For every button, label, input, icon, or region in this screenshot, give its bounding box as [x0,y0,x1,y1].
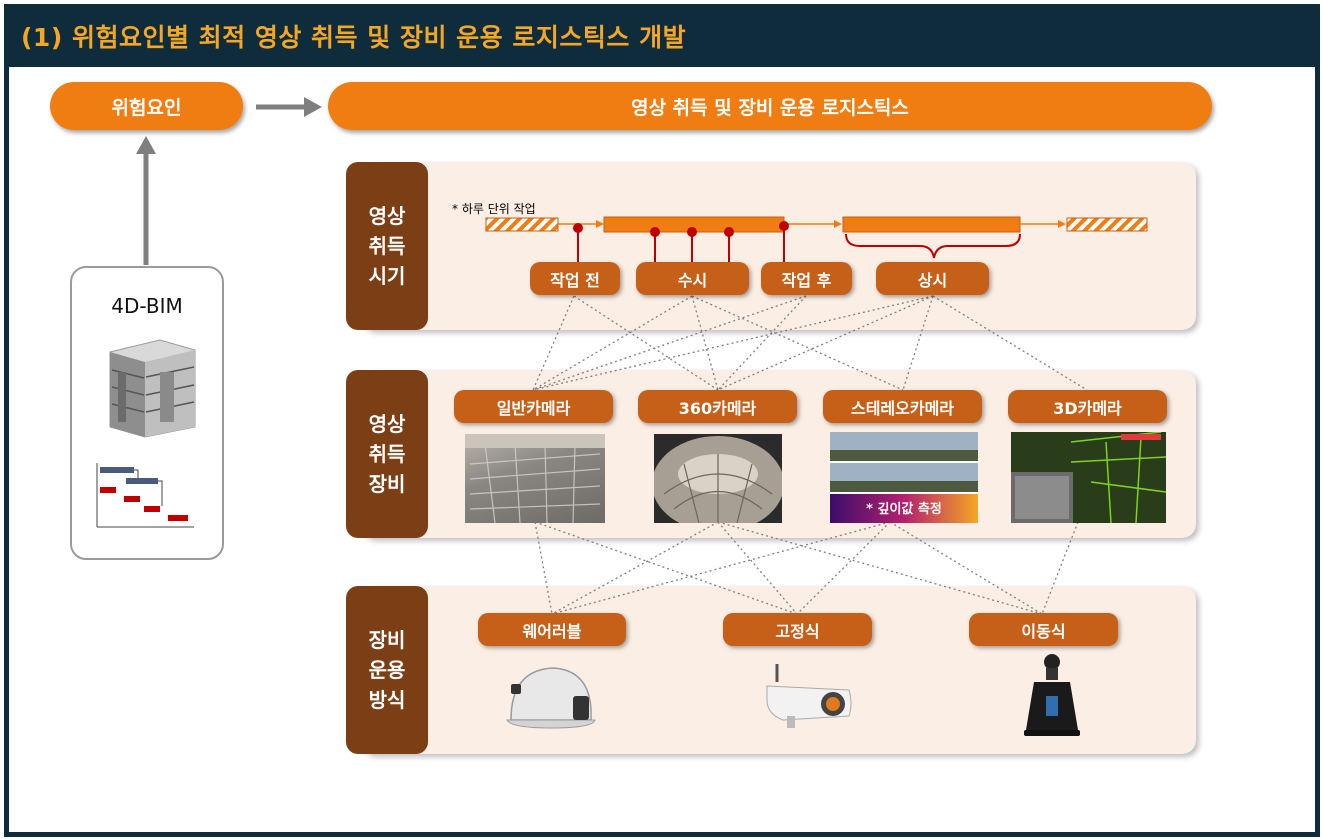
tag-wearable: 웨어러블 [478,613,626,646]
tag-after-work-label: 작업 후 [781,270,832,290]
tag-always-label: 상시 [917,270,948,290]
tag-normal-camera-label: 일반카메라 [496,398,571,418]
risk-factor-label: 위험요인 [111,96,182,119]
tag-3d-camera: 3D카메라 [1008,390,1167,423]
tag-3d-camera-label: 3D카메라 [1053,398,1122,418]
bim-box: 4D-BIM [70,266,224,560]
timeline-brace [845,233,1021,259]
stereo-camera-photo: * 깊이값 측정 [830,432,978,523]
tag-fixed-label: 고정식 [775,621,820,641]
timing-label-text: 영상 취득 시기 [368,204,406,288]
gantt-chart-icon [96,463,194,528]
mobile-robot-camera-icon [1024,654,1080,736]
tag-anytime: 수시 [636,262,749,295]
title-bar: (1) 위험요인별 최적 영상 취득 및 장비 운용 로지스틱스 개발 [9,9,1315,67]
360-camera-photo [654,434,782,523]
normal-camera-photo [465,434,605,523]
building-model-icon [109,339,196,438]
logistics-pill: 영상 취득 및 장비 운용 로지스틱스 [328,82,1212,130]
daily-work-note: * 하루 단위 작업 [452,202,536,216]
tag-mobile: 이동식 [969,613,1118,646]
3d-camera-photo [1011,432,1166,523]
tag-360-camera: 360카메라 [638,390,797,423]
arrow-bim-to-risk-head [136,136,156,154]
tag-before-work-label: 작업 전 [550,270,600,290]
logistics-label: 영상 취득 및 장비 운용 로지스틱스 [631,96,909,119]
tag-mobile-label: 이동식 [1021,621,1066,641]
arrow-risk-to-logistics-head [304,97,322,117]
equipment-panel-label: 영상 취득 장비 [346,370,428,538]
depth-measure-note: * 깊이값 측정 [866,502,942,517]
tag-stereo-camera-label: 스테레오카메라 [850,398,955,418]
tag-after-work: 작업 후 [761,262,852,295]
tag-normal-camera: 일반카메라 [454,390,613,423]
helmet-camera-icon [506,667,596,729]
timing-panel [360,162,1196,330]
tag-before-work: 작업 전 [530,262,620,295]
timeline-hatch-right [1066,217,1148,232]
risk-factor-pill: 위험요인 [50,82,243,130]
operation-panel-label: 장비 운용 방식 [346,586,428,754]
bim-label: 4D-BIM [111,294,183,318]
tag-360-camera-label: 360카메라 [678,398,757,418]
fixed-camera-icon [766,664,852,728]
tag-stereo-camera: 스테레오카메라 [823,390,982,423]
timing-panel-label: 영상 취득 시기 [346,162,428,330]
tag-wearable-label: 웨어러블 [522,621,582,641]
tag-anytime-label: 수시 [677,270,708,290]
operation-label-text: 장비 운용 방식 [368,628,406,712]
tag-fixed: 고정식 [723,613,872,646]
equipment-label-text: 영상 취득 장비 [368,412,406,496]
slide-title: (1) 위험요인별 최적 영상 취득 및 장비 운용 로지스틱스 개발 [21,23,687,52]
tag-always: 상시 [876,262,989,295]
